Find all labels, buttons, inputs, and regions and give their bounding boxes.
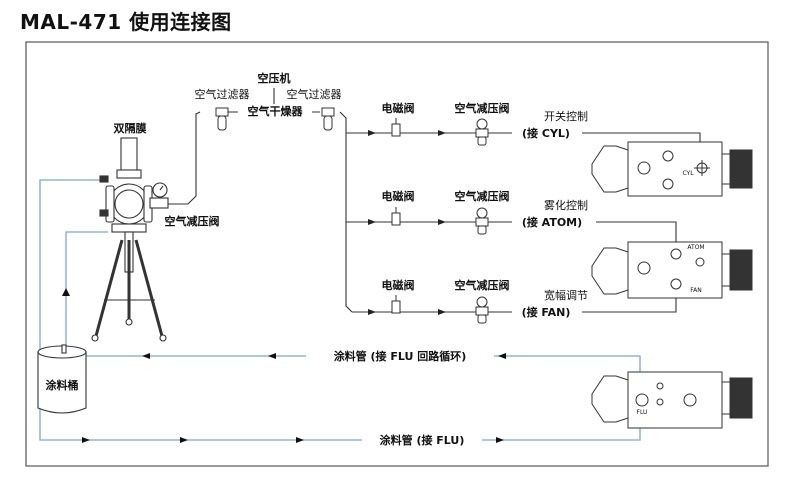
solenoid-2-icon (391, 207, 401, 226)
paint-tube-supply-label: 涂料管 (接 FLU) (380, 433, 465, 447)
paint-tube-supply-bg (362, 433, 482, 447)
solenoid-3-label: 电磁阀 (382, 278, 415, 292)
paint-bucket-label: 涂料桶 (46, 378, 79, 392)
spray-gun-3-icon (591, 371, 753, 429)
atom-connect-label: (接 ATOM) (522, 215, 582, 229)
air-dryer-label-bg (238, 104, 312, 118)
page-title: MAL-471 使用连接图 (20, 10, 232, 34)
switch-control-label: 开关控制 (544, 109, 588, 123)
cyl-connect-bg (512, 126, 582, 140)
regulator-3-label: 空气减压阀 (455, 278, 510, 292)
gun1-port-label: CYL (682, 170, 694, 177)
spray-gun-1-icon (591, 141, 753, 197)
spray-gun-2-icon (591, 241, 753, 299)
paint-arrows (62, 288, 506, 443)
regulator-2-icon (475, 207, 489, 235)
atomize-control-label: 雾化控制 (544, 198, 588, 212)
atom-connect-bg (512, 215, 596, 229)
air-filter-right-label: 空气过滤器 (287, 87, 342, 101)
diagram-frame (25, 41, 769, 467)
regulator-2-label: 空气减压阀 (455, 189, 510, 203)
gun3-port-label: FLU (637, 409, 648, 416)
paint-tube-return-label: 涂料管 (接 FLU 回路循环) (334, 349, 467, 363)
solenoid-1-label: 电磁阀 (382, 101, 415, 115)
fan-control-label: 宽幅调节 (544, 288, 588, 302)
diaphragm-label: 双隔膜 (114, 121, 147, 135)
regulator-3-icon (475, 296, 489, 324)
pump-regulator-label: 空气减压阀 (165, 214, 220, 228)
air-dryer-label: 空气干燥器 (248, 104, 304, 118)
fan-connect-label: (接 FAN) (522, 305, 571, 319)
gun2-port-fan-label: FAN (690, 287, 702, 294)
air-filter-left-icon (215, 107, 229, 131)
pump-tripod-icon (91, 137, 169, 342)
air-filter-right-icon (321, 107, 335, 131)
paint-tube-return-bg (306, 349, 494, 363)
paint-bucket-icon (37, 344, 87, 414)
regulator-1-icon (475, 118, 489, 146)
cyl-connect-label: (接 CYL) (522, 126, 570, 140)
regulator-1-label: 空气减压阀 (455, 101, 510, 115)
solenoid-3-icon (391, 295, 401, 314)
compressor-label: 空压机 (258, 71, 291, 85)
solenoid-2-label: 电磁阀 (382, 189, 415, 203)
air-arrows (368, 130, 446, 315)
solenoid-1-icon (391, 118, 401, 137)
gun2-port-atom-label: ATOM (687, 244, 704, 251)
fan-connect-bg (512, 305, 582, 319)
air-filter-left-label: 空气过滤器 (195, 87, 250, 101)
